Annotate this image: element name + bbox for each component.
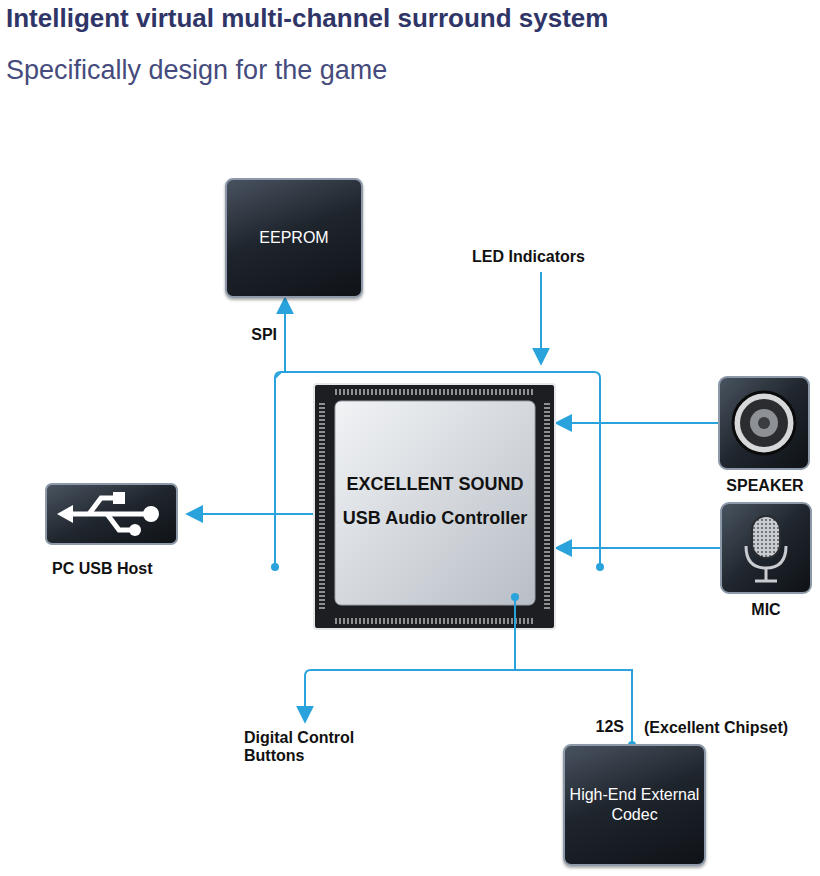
codec-box: High-End External Codec (563, 744, 706, 866)
chip-package (313, 383, 556, 630)
connector (515, 630, 632, 744)
microphone: MIC (720, 502, 812, 620)
connector (275, 298, 313, 514)
controller-chip: EXCELLENT SOUND USB Audio Controller (313, 383, 556, 630)
connector (556, 422, 718, 424)
subtitle: Specifically design for the game (6, 55, 387, 86)
speaker-icon (718, 376, 810, 470)
node-text: High-End External Codec (569, 785, 700, 825)
eeprom-box: EEPROM (225, 178, 363, 298)
button-arrow (305, 670, 515, 722)
usb-host: PC USB Host (45, 483, 187, 579)
node-label: MIC (720, 600, 812, 620)
speaker: SPEAKER (718, 376, 812, 496)
chip-label-area: EXCELLENT SOUND USB Audio Controller (335, 467, 535, 535)
buttons-label: Digital Control Buttons (244, 729, 379, 766)
node-label: SPEAKER (718, 476, 812, 496)
chipset-note: (Excellent Chipset) (644, 719, 788, 737)
signal-name: SPI (251, 326, 277, 344)
connector (187, 513, 313, 515)
usb-icon (45, 483, 178, 545)
led-arrow (540, 272, 542, 364)
bus-dot (271, 563, 279, 571)
signal-name: 12S (596, 718, 624, 736)
node-label: PC USB Host (45, 559, 187, 579)
node-text: EXCELLENT SOUND USB Audio Controller (335, 467, 535, 535)
led-label: LED Indicators (472, 248, 585, 266)
title: Intelligent virtual multi-channel surrou… (6, 4, 608, 34)
bus-dot (596, 563, 604, 571)
connector (556, 547, 720, 549)
node-text: EEPROM (259, 228, 328, 248)
mic-icon (720, 502, 812, 594)
